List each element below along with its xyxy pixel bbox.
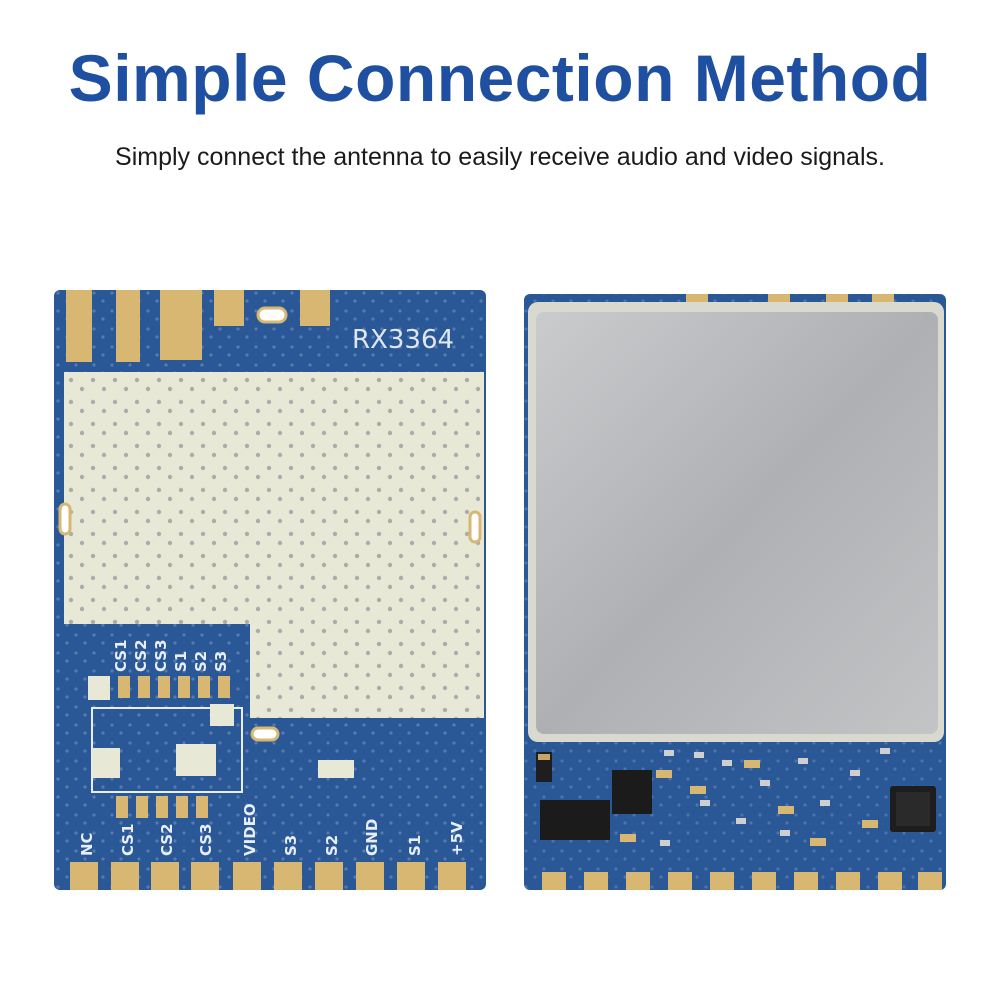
product-photo: RX3364 [54, 290, 946, 890]
metal-can [536, 312, 938, 734]
pin-label-video: VIDEO [241, 803, 259, 856]
headline: Simple Connection Method [68, 41, 932, 115]
pin-label-gnd: GND [363, 819, 381, 856]
right-bottom-pads [542, 872, 942, 890]
bottom-pads [70, 862, 466, 890]
components [536, 748, 936, 846]
pin-label-cs2: CS2 [158, 823, 176, 856]
silk-s1: S1 [172, 651, 190, 672]
pin-label-s2: S2 [323, 835, 341, 856]
pin-labels: NC CS1 CS2 CS3 VIDEO S3 S2 GND S1 +5V [78, 803, 466, 856]
subheadline: Simply connect the antenna to easily rec… [115, 143, 885, 171]
top-pads [66, 290, 330, 362]
pin-label-cs3: CS3 [197, 823, 215, 856]
right-module [524, 294, 946, 890]
pin-label-nc: NC [78, 832, 96, 856]
silk-s3: S3 [212, 651, 230, 672]
pin-label-cs1: CS1 [119, 823, 137, 856]
pin-label-s1: S1 [406, 835, 424, 856]
silk-cs2: CS2 [132, 639, 150, 672]
left-module: RX3364 [54, 290, 486, 890]
silk-s2: S2 [192, 651, 210, 672]
pin-label-s3: S3 [282, 835, 300, 856]
silk-cs1: CS1 [112, 639, 130, 672]
model-label: RX3364 [352, 325, 454, 355]
config-area: CS1 CS2 CS3 S1 S2 S3 [88, 639, 243, 818]
top-slot-pad [256, 306, 288, 324]
silk-cs3: CS3 [152, 639, 170, 672]
pin-label-5v: +5V [448, 821, 466, 856]
